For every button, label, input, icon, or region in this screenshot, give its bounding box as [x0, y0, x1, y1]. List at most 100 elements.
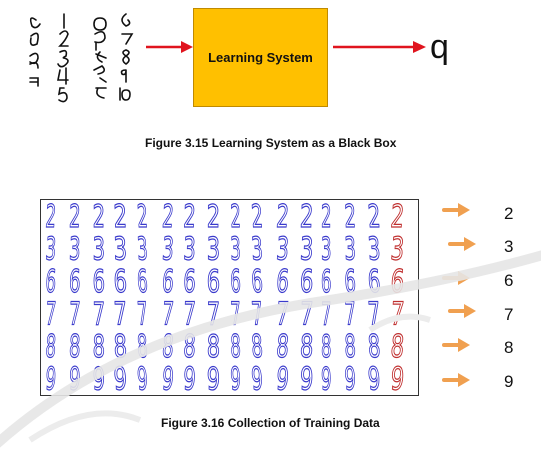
handwritten-digit: 3 — [93, 232, 105, 268]
handwritten-digit: 2 — [45, 200, 57, 235]
handwritten-digit: 3 — [275, 232, 290, 268]
handwritten-digit: 6 — [45, 263, 57, 299]
handwritten-digit: 2 — [321, 200, 331, 235]
orange-arrow-head — [458, 271, 470, 285]
label-3: 3 — [504, 237, 514, 256]
handwritten-digit: 7 — [93, 297, 105, 333]
orange-arrow-head — [464, 237, 476, 251]
handwritten-digit: 3 — [45, 231, 57, 267]
handwritten-digit: 8 — [136, 328, 148, 364]
handwritten-digit: 6 — [161, 264, 175, 301]
handwritten-digit: 9 — [136, 361, 148, 394]
handwritten-digit: 7 — [367, 297, 382, 333]
handwritten-digit: 9 — [93, 362, 105, 394]
label-9: 9 — [504, 372, 514, 391]
handwritten-digit: 9 — [113, 361, 128, 394]
handwritten-digit: 2 — [136, 200, 148, 235]
handwritten-digit: 8 — [321, 328, 331, 364]
handwritten-digit: 7 — [275, 297, 290, 333]
handwritten-digit: 6 — [230, 263, 241, 299]
handwritten-digit: 3 — [299, 231, 314, 267]
handwritten-digit: 9 — [161, 361, 175, 394]
handwritten-digit: 2 — [344, 200, 357, 236]
handwritten-digit: 6 — [136, 263, 148, 299]
output-label: q — [430, 28, 449, 66]
handwritten-digit: 3 — [161, 231, 175, 268]
handwritten-digit: 8 — [275, 329, 290, 365]
handwritten-digit: 8 — [161, 329, 175, 366]
handwritten-digit: 9 — [321, 361, 331, 394]
handwritten-digit: 2 — [93, 200, 105, 235]
handwritten-digit: 7 — [299, 296, 314, 332]
handwritten-digit: 8 — [183, 329, 197, 365]
handwritten-digit: 9 — [69, 361, 82, 394]
handwritten-digit: 6 — [389, 264, 405, 300]
learning-system-box: Learning System — [193, 8, 328, 107]
box-label: Learning System — [208, 50, 313, 65]
handwritten-digit: 7 — [161, 296, 175, 333]
handwritten-digit: 9 — [344, 361, 357, 394]
training-labels: 2 3 6 7 8 9 — [440, 0, 540, 450]
orange-arrow-head — [464, 304, 476, 318]
figure-3-16-caption: Figure 3.16 Collection of Training Data — [161, 416, 380, 430]
handwritten-digit: 6 — [367, 264, 382, 300]
handwritten-digit: 9 — [275, 362, 290, 394]
handwritten-digit: 3 — [113, 231, 128, 267]
handwritten-digit: 3 — [183, 232, 197, 268]
handwritten-digit: 6 — [250, 264, 264, 301]
orange-arrow-head — [458, 373, 470, 387]
handwritten-digit: 6 — [321, 263, 331, 299]
handwritten-digit: 3 — [367, 232, 382, 268]
orange-arrow-head — [458, 203, 470, 217]
handwritten-digit: 8 — [207, 329, 220, 365]
figure-learning-system: Learning System q — [0, 0, 541, 150]
handwritten-digit: 2 — [113, 200, 128, 235]
handwritten-digit: 6 — [344, 264, 357, 301]
handwritten-digit: 8 — [45, 328, 57, 364]
handwritten-digit: 6 — [183, 264, 197, 300]
handwritten-digit: 8 — [230, 328, 241, 364]
handwritten-digit: 9 — [367, 362, 382, 394]
handwritten-digit: 7 — [183, 297, 197, 333]
handwritten-digit: 7 — [69, 296, 82, 333]
handwritten-digit: 7 — [45, 296, 57, 332]
handwritten-digit: 9 — [230, 361, 241, 394]
handwritten-digit: 7 — [207, 296, 220, 332]
handwritten-digit: 2 — [389, 200, 405, 235]
handwritten-digit: 7 — [250, 296, 264, 333]
handwritten-digit: 8 — [344, 329, 357, 366]
handwritten-digit: 2 — [250, 200, 264, 236]
handwritten-digit: 3 — [344, 231, 357, 268]
handwritten-digit: 2 — [161, 200, 175, 236]
handwritten-digit: 2 — [183, 200, 197, 235]
handwritten-digit: 7 — [389, 296, 405, 332]
orange-arrows — [442, 203, 476, 387]
handwritten-digit: 3 — [250, 231, 264, 268]
handwritten-digit: 9 — [183, 362, 197, 394]
label-6: 6 — [504, 271, 514, 290]
handwritten-digit: 7 — [321, 296, 331, 332]
handwritten-digit: 8 — [299, 329, 314, 365]
handwritten-digit: 9 — [299, 361, 314, 394]
handwritten-digit: 6 — [69, 264, 82, 301]
orange-arrow-head — [458, 338, 470, 352]
handwritten-digit: 3 — [321, 231, 331, 267]
handwritten-digit: 8 — [250, 329, 264, 366]
handwritten-digit: 7 — [230, 296, 241, 332]
figure-3-15-caption: Figure 3.15 Learning System as a Black B… — [145, 136, 397, 150]
handwritten-digit: 3 — [136, 231, 148, 267]
handwritten-digit: 8 — [93, 329, 105, 365]
handwritten-digit: 9 — [45, 361, 57, 394]
handwritten-digit: 2 — [207, 200, 220, 235]
handwritten-digit: 6 — [299, 264, 314, 300]
handwritten-digit: 2 — [69, 200, 82, 236]
handwritten-digit: 3 — [230, 231, 241, 267]
handwritten-digit: 8 — [113, 329, 128, 365]
